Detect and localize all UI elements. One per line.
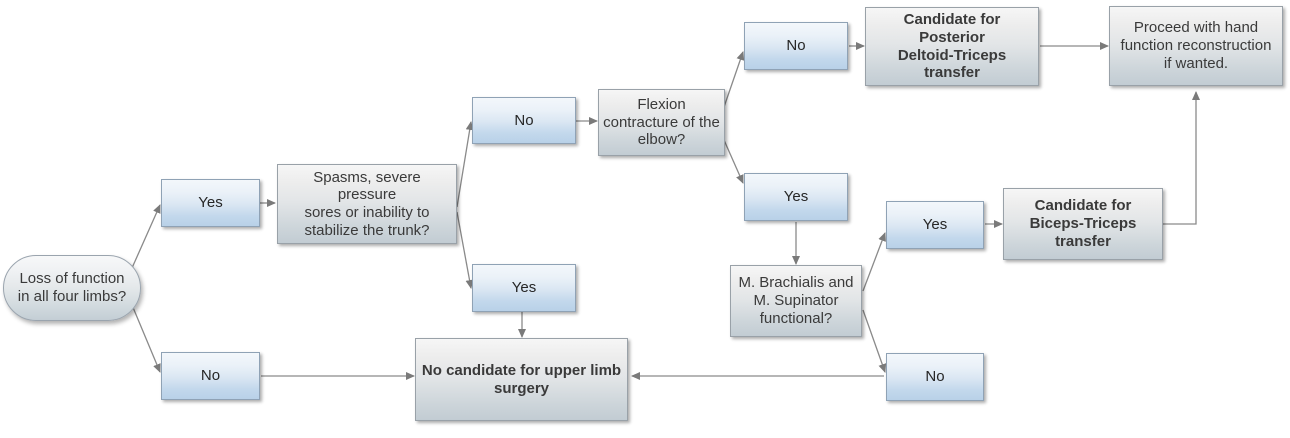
node-no-candidate-upper-limb-surgery[interactable]: No candidate for upper limb surgery xyxy=(415,338,628,421)
node-yes-flexion[interactable]: Yes xyxy=(744,173,848,221)
node-yes-brachialis[interactable]: Yes xyxy=(886,201,984,249)
node-no-flexion-label: No xyxy=(786,37,806,55)
node-no-candidate-upper-limb-surgery-label: No candidate for upper limb surgery xyxy=(421,361,622,397)
edge-start-to-no xyxy=(131,304,161,373)
edge-spasms-to-no xyxy=(456,121,474,208)
node-posterior-deltoid-triceps-label: Candidate for Posterior Deltoid-Triceps … xyxy=(897,11,1007,82)
node-no-loss-of-function[interactable]: No xyxy=(161,352,260,400)
node-no-spasms-label: No xyxy=(514,111,534,129)
node-flexion-contracture-question-label: Flexion contracture of the elbow? xyxy=(603,95,720,149)
edge-brachialis-to-yes xyxy=(862,232,886,292)
edge-biceps-to-proceed xyxy=(1163,91,1200,225)
node-yes-flexion-label: Yes xyxy=(783,188,809,206)
edge-flexion-to-yes xyxy=(723,139,744,184)
node-start-label: Loss of function in all four limbs? xyxy=(17,270,127,305)
node-no-flexion[interactable]: No xyxy=(744,22,848,70)
node-posterior-deltoid-triceps[interactable]: Candidate for Posterior Deltoid-Triceps … xyxy=(865,7,1039,86)
node-biceps-triceps-transfer[interactable]: Candidate for Biceps-Triceps transfer xyxy=(1003,188,1163,260)
node-start[interactable]: Loss of function in all four limbs? xyxy=(3,255,141,321)
edge-brachialis-to-no xyxy=(862,309,887,373)
node-no-brachialis-label: No xyxy=(925,368,945,386)
node-yes-spasms-label: Yes xyxy=(511,279,537,297)
node-flexion-contracture-question[interactable]: Flexion contracture of the elbow? xyxy=(598,89,725,156)
node-no-loss-of-function-label: No xyxy=(200,367,221,385)
node-no-brachialis[interactable]: No xyxy=(886,353,984,401)
node-yes-spasms[interactable]: Yes xyxy=(472,264,576,312)
node-yes-brachialis-label: Yes xyxy=(922,216,948,234)
node-proceed-hand-reconstruction[interactable]: Proceed with hand function reconstructio… xyxy=(1109,6,1283,86)
node-spasms-question[interactable]: Spasms, severe pressure sores or inabili… xyxy=(277,164,457,244)
node-no-spasms[interactable]: No xyxy=(472,97,576,144)
node-spasms-question-label: Spasms, severe pressure sores or inabili… xyxy=(304,168,430,239)
node-brachialis-supinator-question[interactable]: M. Brachialis and M. Supinator functiona… xyxy=(730,265,862,337)
edge-flexion-to-no xyxy=(723,51,745,108)
node-proceed-hand-reconstruction-label: Proceed with hand function reconstructio… xyxy=(1120,19,1272,72)
edge-spasms-to-yes xyxy=(456,211,474,289)
node-yes-loss-of-function-label: Yes xyxy=(198,194,223,212)
edge-start-to-yes xyxy=(131,204,161,269)
node-brachialis-supinator-question-label: M. Brachialis and M. Supinator functiona… xyxy=(738,274,854,327)
node-biceps-triceps-transfer-label: Candidate for Biceps-Triceps transfer xyxy=(1029,197,1137,250)
node-yes-loss-of-function[interactable]: Yes xyxy=(161,179,260,227)
